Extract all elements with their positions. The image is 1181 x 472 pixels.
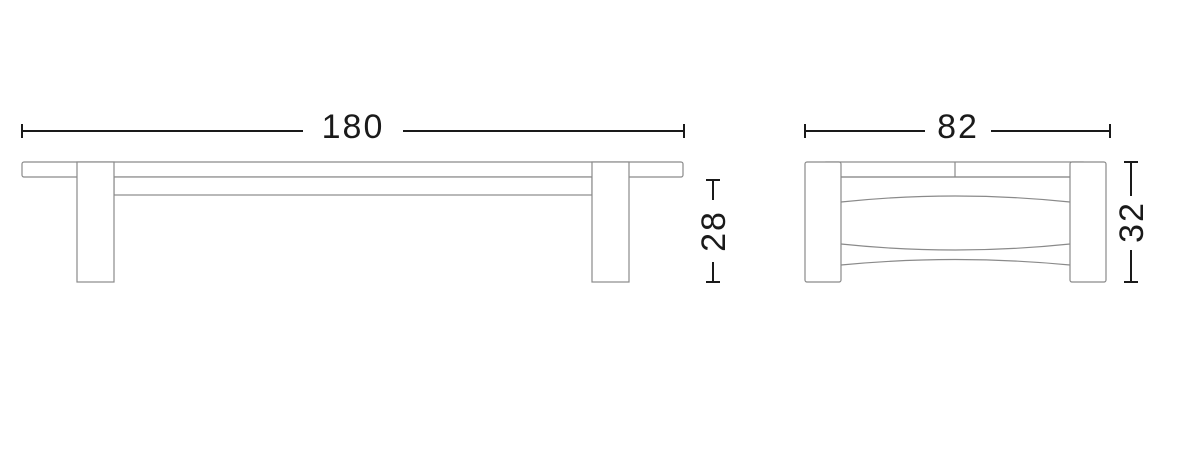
side-view (804, 161, 1107, 283)
dimension-side-height-label: 32 (1113, 201, 1151, 243)
dimension-front-height-label: 28 (695, 210, 733, 252)
front-view (21, 161, 684, 283)
dimension-side-depth-label: 82 (937, 108, 979, 146)
front-view-seat-top (21, 161, 684, 178)
side-view-rail-upper-curve (840, 195, 1071, 203)
dimension-front-length-label: 180 (322, 108, 385, 146)
front-view-left-leg (76, 161, 115, 283)
side-view-right-leg (1069, 161, 1107, 283)
dimension-side-height: 32 (1113, 161, 1151, 283)
front-view-right-leg (591, 161, 630, 283)
dimension-front-height: 28 (695, 179, 733, 283)
dimension-front-length: 180 (21, 108, 685, 146)
front-view-stretcher (113, 176, 593, 196)
side-view-rail-lower-curve (840, 258, 1071, 266)
dimension-side-depth: 82 (804, 108, 1111, 146)
side-view-left-leg (804, 161, 842, 283)
side-view-rail-middle-curve (840, 243, 1071, 251)
